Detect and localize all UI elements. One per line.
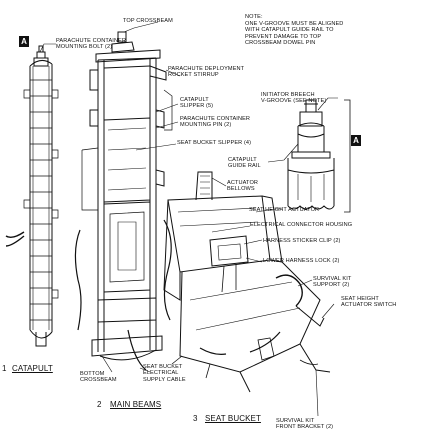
label-seat-bucket-slipper: SEAT BUCKET SLIPPER (4)	[177, 140, 252, 146]
label-catapult-slipper: CATAPULT SLIPPER (5)	[180, 97, 214, 110]
label-parachute-container-mounting-bolt: PARACHUTE CONTAINER MOUNTING BOLT (2)	[56, 38, 127, 51]
label-parachute-deployment-rocket-stirrup: PARACHUTE DEPLOYMENT ROCKET STIRRUP	[168, 66, 245, 79]
label-seat-height-actuator-switch: SEAT HEIGHT ACTUATOR SWITCH	[341, 296, 397, 309]
label-seat-height-actuator: SEAT HEIGHT ACTUATOR	[249, 207, 320, 213]
caption-main-beams: MAIN BEAMS	[110, 400, 162, 409]
caption-catapult: CATAPULT	[12, 364, 53, 373]
note-title: NOTE:	[245, 14, 263, 20]
label-parachute-container-mounting-pin: PARACHUTE CONTAINER MOUNTING PIN (2)	[180, 116, 251, 129]
label-survival-kit-front-bracket: SURVIVAL KIT FRONT BRACKET (2)	[276, 418, 334, 431]
label-top-crossbeam: TOP CROSSBEAM	[123, 18, 173, 24]
label-seat-bucket-electrical-supply-cable: SEAT BUCKET ELECTRICAL SUPPLY CABLE	[143, 364, 186, 383]
note-body: ONE V-GROOVE MUST BE ALIGNED WITH CATAPU…	[245, 21, 344, 47]
caption-seat-bucket-number: 3	[193, 414, 198, 423]
caption-main-beams-number: 2	[97, 400, 102, 409]
caption-seat-bucket: SEAT BUCKET	[205, 414, 261, 423]
caption-catapult-number: 1	[2, 364, 7, 373]
label-harness-sticker-clip: HARNESS STICKER CLIP (2)	[263, 238, 341, 244]
catapult-drawing	[29, 45, 53, 347]
label-catapult-guide-rail: CATAPULT GUIDE RAIL	[228, 157, 261, 170]
label-actuator-bellows: ACTUATOR BELLOWS	[227, 180, 259, 193]
label-initiator-breech: INITIATOR BREECH V-GROOVE (SEE NOTE)	[261, 92, 327, 105]
detail-a-tag: A	[19, 36, 29, 47]
detail-a-tag-inset: A	[351, 135, 361, 146]
initiator-breech-drawing	[287, 99, 335, 210]
label-electrical-connector-housing: ELECTRICAL CONNECTOR HOUSING	[250, 222, 353, 228]
label-bottom-crossbeam: BOTTOM CROSSBEAM	[80, 371, 117, 384]
label-lower-harness-lock: LOWER HARNESS LOCK (2)	[263, 258, 340, 264]
label-survival-kit-support: SURVIVAL KIT SUPPORT (2)	[313, 276, 352, 289]
main-beams-drawing	[74, 31, 173, 371]
seat-bucket-drawing	[163, 171, 331, 393]
